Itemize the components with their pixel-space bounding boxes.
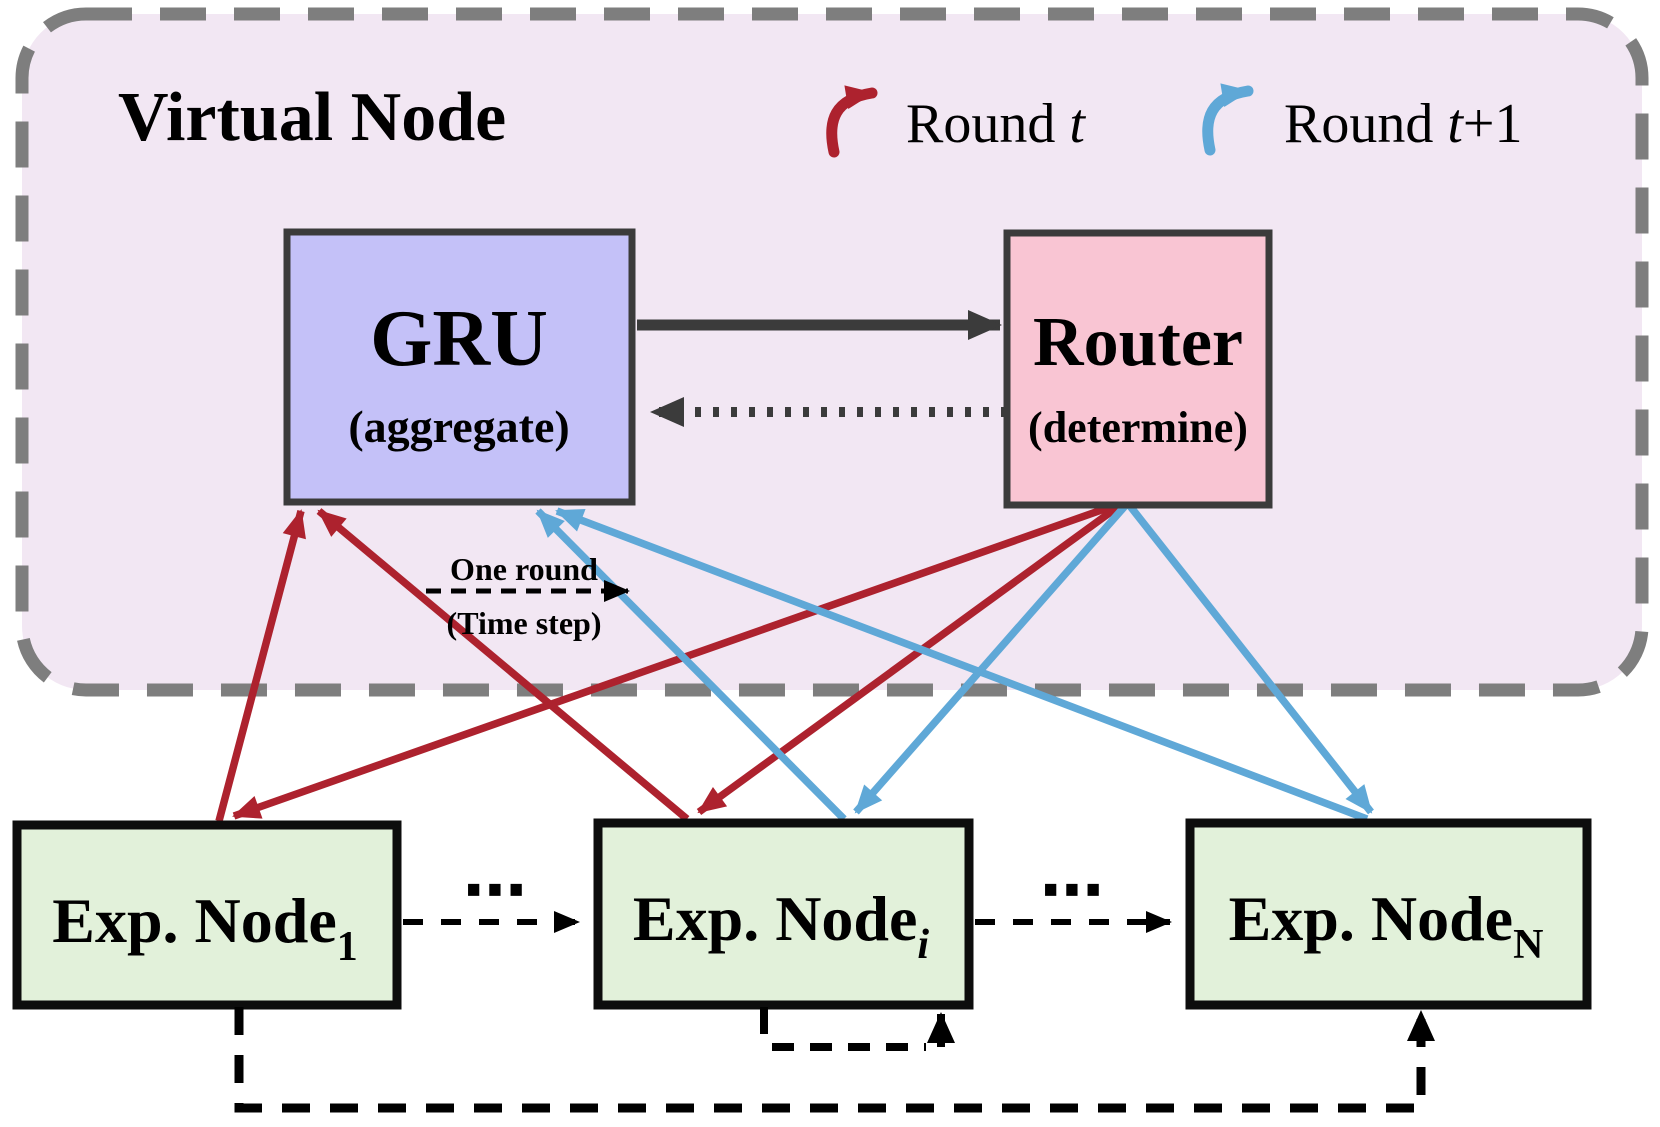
round-t1-legend-label: Round t+1 [1284, 93, 1523, 155]
exp-node-1-subscript: 1 [337, 924, 358, 970]
exp-node-n-base: Exp. Node [1229, 883, 1514, 954]
one-round-label: One round [450, 551, 598, 587]
round-t1-var: t [1447, 93, 1464, 155]
exp-node-i-box [593, 818, 974, 1010]
arrow-node1-to-gru-round-t [215, 509, 306, 822]
arrow-nodei-to-gru-round-t1 [535, 508, 847, 822]
node1-to-noden-feedback-arrow [234, 1007, 1435, 1113]
ellipsis-node1-nodei: ⋯ [463, 854, 527, 928]
gru-subtitle: (aggregate) [348, 401, 569, 452]
router-subtitle: (determine) [1028, 403, 1248, 452]
arrow-noden-to-gru-round-t1 [555, 507, 1369, 823]
exp-node-i-base: Exp. Node [633, 883, 918, 954]
virtual-node-panel [15, 7, 1649, 697]
exp-node-1-label: Exp. Node1 [52, 885, 358, 970]
exp-node-1-base: Exp. Node [52, 885, 337, 956]
time-step-label: (Time step) [447, 605, 602, 641]
round-t1-legend-arrow-icon [1202, 83, 1254, 156]
exp-node-1-box [12, 820, 402, 1010]
round-t-prefix: Round [906, 93, 1069, 155]
round-t-legend-arrow-icon [826, 85, 878, 158]
exp-node-i-label: Exp. Nodei [633, 883, 930, 968]
round-t-var: t [1069, 93, 1086, 155]
ellipsis-nodei-noden: ⋯ [1040, 854, 1104, 928]
router-title: Router [1033, 304, 1243, 381]
router-box [1003, 229, 1273, 509]
exp-node-n-box [1185, 818, 1592, 1010]
arrow-router-to-nodei-round-t [696, 502, 1122, 816]
round-t-legend-label: Round t [906, 93, 1086, 155]
round-t1-suffix: +1 [1463, 93, 1523, 155]
round-t1-prefix: Round [1284, 93, 1447, 155]
arrow-router-to-nodei-round-t1 [853, 503, 1128, 815]
arrow-nodei-to-gru-round-t [316, 508, 690, 822]
gru-box [283, 228, 636, 506]
virtual-node-title: Virtual Node [118, 79, 506, 156]
arrow-router-to-noden-round-t1 [1127, 503, 1374, 815]
exp-node-n-subscript: N [1513, 922, 1543, 968]
gru-title: GRU [370, 295, 548, 383]
exp-node-i-subscript: i [917, 922, 929, 968]
arrow-router-to-node1-round-t [232, 502, 1115, 820]
exp-node-n-label: Exp. NodeN [1229, 883, 1544, 968]
